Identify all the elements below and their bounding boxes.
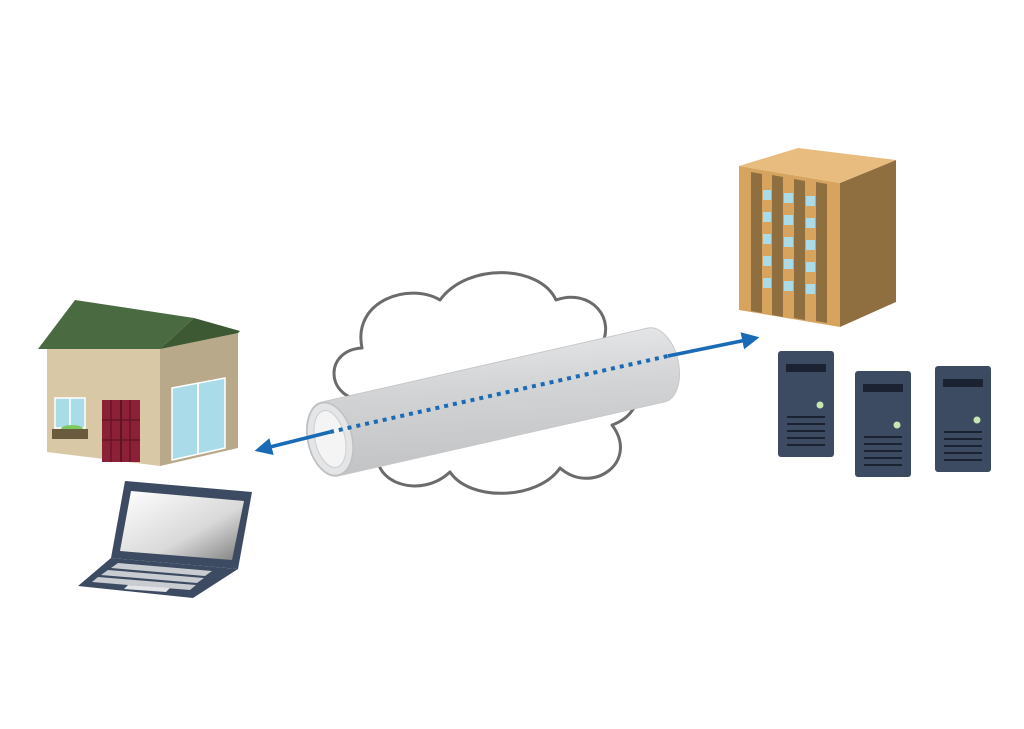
connection-arrow xyxy=(254,332,760,456)
window-icon xyxy=(52,397,88,439)
server-icon xyxy=(935,366,991,472)
laptop-icon xyxy=(78,481,252,598)
office-building-icon xyxy=(739,148,896,327)
door-icon xyxy=(102,400,140,462)
tunnel-pipe-icon xyxy=(305,327,681,477)
house-icon xyxy=(38,300,240,466)
server-icon xyxy=(778,351,834,457)
server-icon xyxy=(855,371,911,477)
